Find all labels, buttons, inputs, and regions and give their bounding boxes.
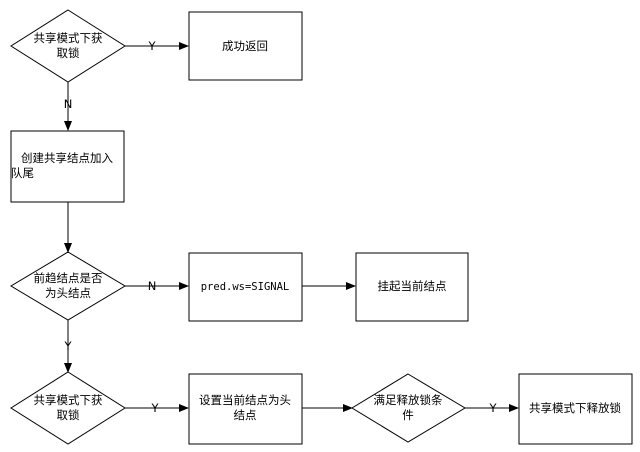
node-label-p5: 共享模式下释放锁	[529, 401, 621, 415]
process-shape-p5	[518, 373, 633, 445]
node-label-p3: 挂起当前结点	[378, 279, 447, 293]
decision-shape-d4	[351, 373, 466, 443]
node-label-p2: pred.ws=SIGNAL	[201, 281, 290, 293]
node-label-p4-line2: 结点	[234, 408, 257, 422]
node-label-d2-line1: 前趋结点是否	[34, 271, 103, 285]
node-label-d1-line2: 取锁	[57, 46, 80, 60]
node-label-p4-line1: 设置当前结点为头	[199, 393, 291, 407]
node-label-d2-line2: 为头结点	[45, 286, 91, 300]
process-shape-p1	[10, 130, 125, 203]
edge-label-d2-p2: N	[148, 279, 157, 293]
node-label-d4-line2: 件	[402, 408, 414, 422]
process-shape-p2	[188, 252, 303, 322]
process-shape-r1	[188, 11, 303, 81]
node-label-d3-line1: 共享模式下获	[34, 393, 103, 407]
decision-shape-d1	[10, 9, 126, 83]
edge-label-d1-p1: N	[64, 97, 73, 111]
process-shape-p4	[188, 373, 303, 445]
edge-label-d4-p5: Y	[488, 401, 497, 415]
node-label-p1-line1: 创建共享结点加入	[21, 151, 113, 165]
decision-shape-d2	[10, 251, 126, 321]
edge-label-d1-r1: Y	[147, 39, 156, 53]
node-label-d1-line1: 共享模式下获	[34, 31, 103, 45]
node-label-r1: 成功返回	[222, 39, 268, 53]
edge-label-d2-d3: Y	[63, 339, 72, 353]
edge-label-d3-p4: Y	[150, 401, 159, 415]
node-label-p1-line2: 队尾	[11, 166, 34, 180]
decision-shape-d3	[10, 371, 126, 445]
process-shape-p3	[355, 252, 469, 322]
node-label-d3-line2: 取锁	[57, 408, 80, 422]
node-label-d4-line1: 满足释放锁条	[374, 393, 443, 407]
